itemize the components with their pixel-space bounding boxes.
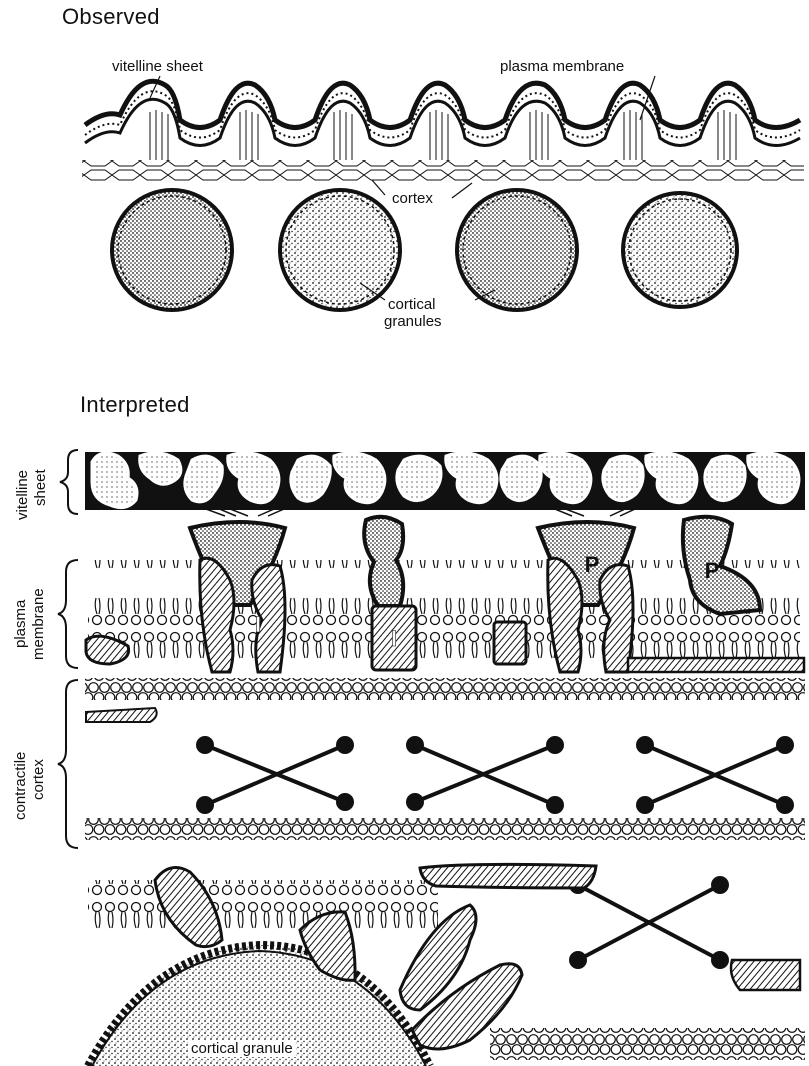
side-label-vitelline-1: vitelline [14, 470, 31, 520]
protein-label-p1: P [585, 552, 600, 577]
observed-cortical-granules [112, 190, 737, 310]
label-cortical-granule: cortical granule [188, 1040, 296, 1057]
actin-filament-bottom [85, 818, 805, 840]
side-label-contractile-1: contractile [12, 752, 29, 820]
side-label-vitelline-2: sheet [32, 469, 49, 506]
side-label-contractile-2: cortex [30, 759, 47, 800]
side-label-plasma-1: plasma [12, 600, 29, 648]
cortex-fragment [86, 708, 157, 722]
protein-label-i1: I [255, 612, 261, 637]
interpreted-title: Interpreted [80, 392, 190, 418]
bottom-cortical-granule [88, 864, 805, 1066]
actin-filament-top [85, 678, 805, 700]
protein-label-p2: P [705, 558, 720, 583]
side-label-plasma-2: membrane [30, 588, 47, 660]
observed-cortex-net [82, 160, 804, 182]
interpreted-braces [58, 450, 78, 848]
observed-membrane [85, 76, 800, 160]
protein-label-i2: I [391, 626, 397, 651]
